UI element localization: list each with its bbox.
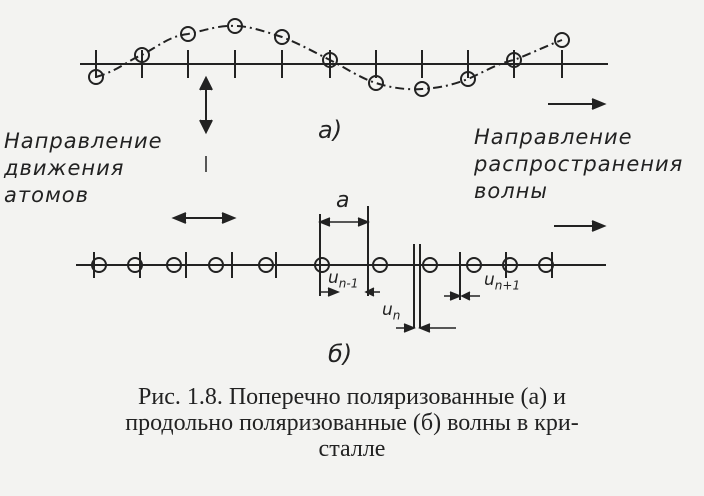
atom-motion-arrow-vertical	[199, 75, 213, 135]
wave-propagation-arrow-a	[548, 98, 607, 110]
figure-diagram	[76, 18, 608, 333]
displacement-symbol-prev: u	[328, 268, 339, 288]
transverse-atom	[414, 81, 430, 97]
displacement-label-next: un+1	[484, 270, 520, 292]
displacement-symbol-curr: u	[382, 300, 393, 320]
transverse-atoms	[88, 18, 570, 97]
caption-line-1: Рис. 1.8. Поперечно поляризованные (а) и	[138, 384, 566, 410]
longitudinal-atoms	[91, 257, 554, 273]
spacing-label: a	[336, 188, 350, 213]
displacement-label-prev: un-1	[328, 268, 358, 290]
longitudinal-atom	[314, 257, 330, 273]
displacement-label-curr: un	[382, 300, 400, 322]
transverse-atom	[554, 32, 570, 48]
displacement-symbol-next: u	[484, 270, 495, 290]
displacement-sub-prev: n-1	[338, 276, 359, 291]
longitudinal-atom	[127, 257, 143, 273]
caption-line-3: сталле	[318, 436, 386, 462]
displacement-arrow-prev	[320, 287, 380, 297]
longitudinal-atom	[538, 257, 554, 273]
transverse-atom	[322, 52, 338, 68]
direction-atoms-line-2: движения	[4, 156, 125, 180]
lattice-spacing-arrow	[317, 217, 371, 227]
transverse-atom	[460, 71, 476, 87]
longitudinal-tick-marks	[93, 206, 553, 328]
transverse-atom	[134, 47, 150, 63]
direction-wave-line-2: распространения	[474, 152, 684, 176]
direction-wave-line-3: волны	[474, 179, 548, 203]
direction-wave-line-1: Направление	[474, 125, 633, 149]
displacement-sub-next: n+1	[494, 278, 521, 293]
direction-atoms-label: Направление движения атомов	[4, 128, 163, 209]
longitudinal-atom	[258, 257, 274, 273]
atom-motion-arrow-horizontal	[171, 212, 237, 224]
longitudinal-atom	[372, 257, 388, 273]
displacement-arrow-curr	[396, 323, 456, 333]
transverse-atom	[274, 29, 290, 45]
transverse-atom	[506, 52, 522, 68]
longitudinal-atom	[466, 257, 482, 273]
caption-line-2: продольно поляризованные (б) волны в кри…	[125, 410, 579, 436]
longitudinal-atom	[208, 257, 224, 273]
longitudinal-atom	[422, 257, 438, 273]
transverse-atom	[88, 69, 104, 85]
longitudinal-atom	[91, 257, 107, 273]
transverse-atom	[227, 18, 243, 34]
longitudinal-atom	[502, 257, 518, 273]
displacement-arrow-next	[444, 291, 480, 301]
transverse-atom	[368, 75, 384, 91]
transverse-wave-curve	[95, 24, 563, 91]
direction-wave-label: Направление распространения волны	[474, 124, 683, 205]
direction-atoms-line-1: Направление	[4, 129, 163, 153]
transverse-atom	[180, 26, 196, 42]
wave-propagation-arrow-b	[554, 220, 607, 232]
label-a: а)	[318, 116, 343, 144]
label-b: б)	[328, 340, 353, 368]
direction-atoms-line-3: атомов	[4, 183, 90, 207]
displacement-sub-curr: n	[392, 308, 401, 323]
figure-caption: Рис. 1.8. Поперечно поляризованные (а) и…	[0, 384, 704, 462]
longitudinal-atom	[166, 257, 182, 273]
